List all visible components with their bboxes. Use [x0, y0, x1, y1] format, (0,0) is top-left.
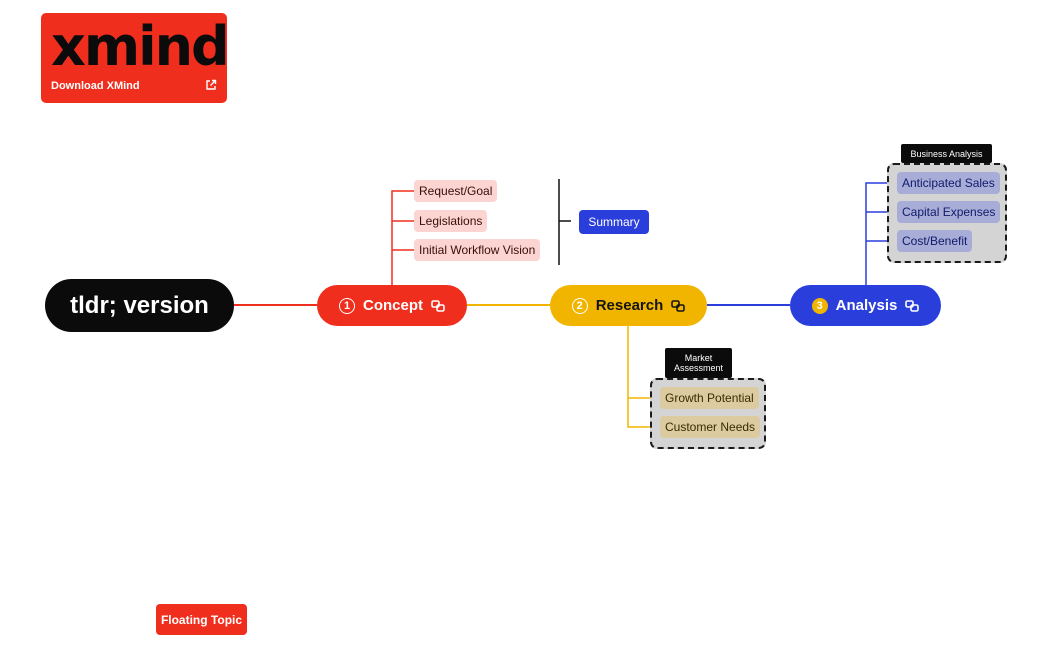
subtopic-capital-expenses[interactable]: Capital Expenses	[897, 201, 1001, 223]
xmind-download-badge[interactable]: xmind Download XMind	[41, 13, 230, 103]
main-topic-research[interactable]: 2 Research	[550, 285, 707, 326]
main-topic-label: Concept	[363, 297, 423, 314]
floating-topic[interactable]: Floating Topic	[156, 604, 247, 635]
subtopic-customer-needs[interactable]: Customer Needs	[660, 416, 761, 438]
concept-subtopic-connector	[391, 190, 414, 285]
central-topic[interactable]: tldr; version	[45, 279, 234, 332]
main-topic-label: Research	[595, 297, 664, 314]
boundary-title: Business Analysis	[901, 144, 992, 163]
summary-topic[interactable]: Summary	[579, 210, 649, 234]
subtopic-legislations[interactable]: Legislations	[414, 210, 488, 232]
link-icon[interactable]	[431, 299, 445, 312]
subtopic-initial-workflow-vision[interactable]: Initial Workflow Vision	[414, 239, 541, 261]
boundary-title: Market Assessment	[665, 348, 732, 378]
subtopic-request-goal[interactable]: Request/Goal	[414, 180, 498, 202]
download-xmind-link[interactable]: Download XMind	[51, 80, 140, 92]
external-link-icon	[206, 79, 217, 90]
main-topic-analysis[interactable]: 3 Analysis	[790, 285, 941, 326]
subtopic-cost-benefit[interactable]: Cost/Benefit	[897, 230, 973, 252]
topic-number-badge: 1	[339, 297, 355, 314]
subtopic-growth-potential[interactable]: Growth Potential	[660, 387, 759, 409]
link-icon[interactable]	[905, 299, 920, 312]
link-icon[interactable]	[671, 299, 686, 312]
xmind-logo: xmind	[51, 15, 230, 78]
main-topic-concept[interactable]: 1 Concept	[317, 285, 467, 326]
summary-bracket	[558, 179, 571, 265]
topic-number-badge: 2	[571, 297, 588, 314]
main-topic-label: Analysis	[835, 297, 898, 314]
subtopic-anticipated-sales[interactable]: Anticipated Sales	[897, 172, 1000, 194]
topic-number-badge: 3	[811, 297, 828, 314]
